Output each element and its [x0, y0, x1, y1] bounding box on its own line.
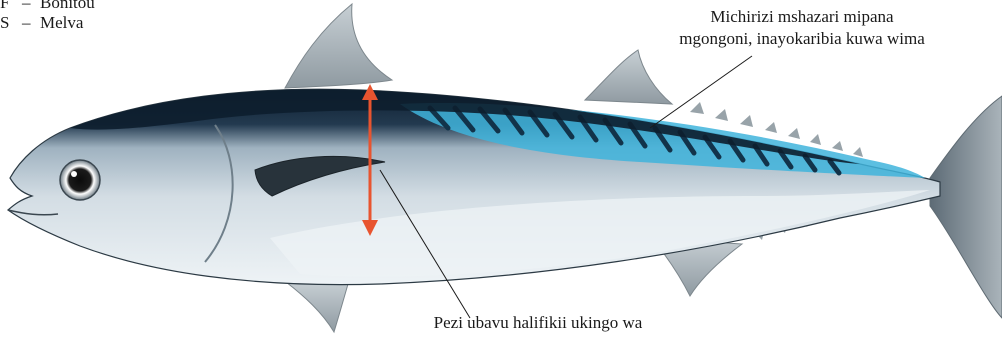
stripes-callout: Michirizi mshazari mipana mgongoni, inay… [612, 6, 992, 50]
first-dorsal-fin [285, 4, 392, 88]
pelvic-fin [286, 282, 348, 332]
eye-highlight [71, 171, 77, 177]
eye [60, 160, 100, 200]
callout-line: Pezi ubavu halifikii ukingo wa [368, 312, 708, 334]
pectoral-callout: Pezi ubavu halifikii ukingo wa [368, 312, 708, 334]
caudal-fin [930, 96, 1002, 318]
second-dorsal-fin [585, 50, 672, 104]
stripes-leader-line [650, 56, 752, 128]
callout-line: mgongoni, inayokaribia kuwa wima [612, 28, 992, 50]
callout-line: Michirizi mshazari mipana [612, 6, 992, 28]
